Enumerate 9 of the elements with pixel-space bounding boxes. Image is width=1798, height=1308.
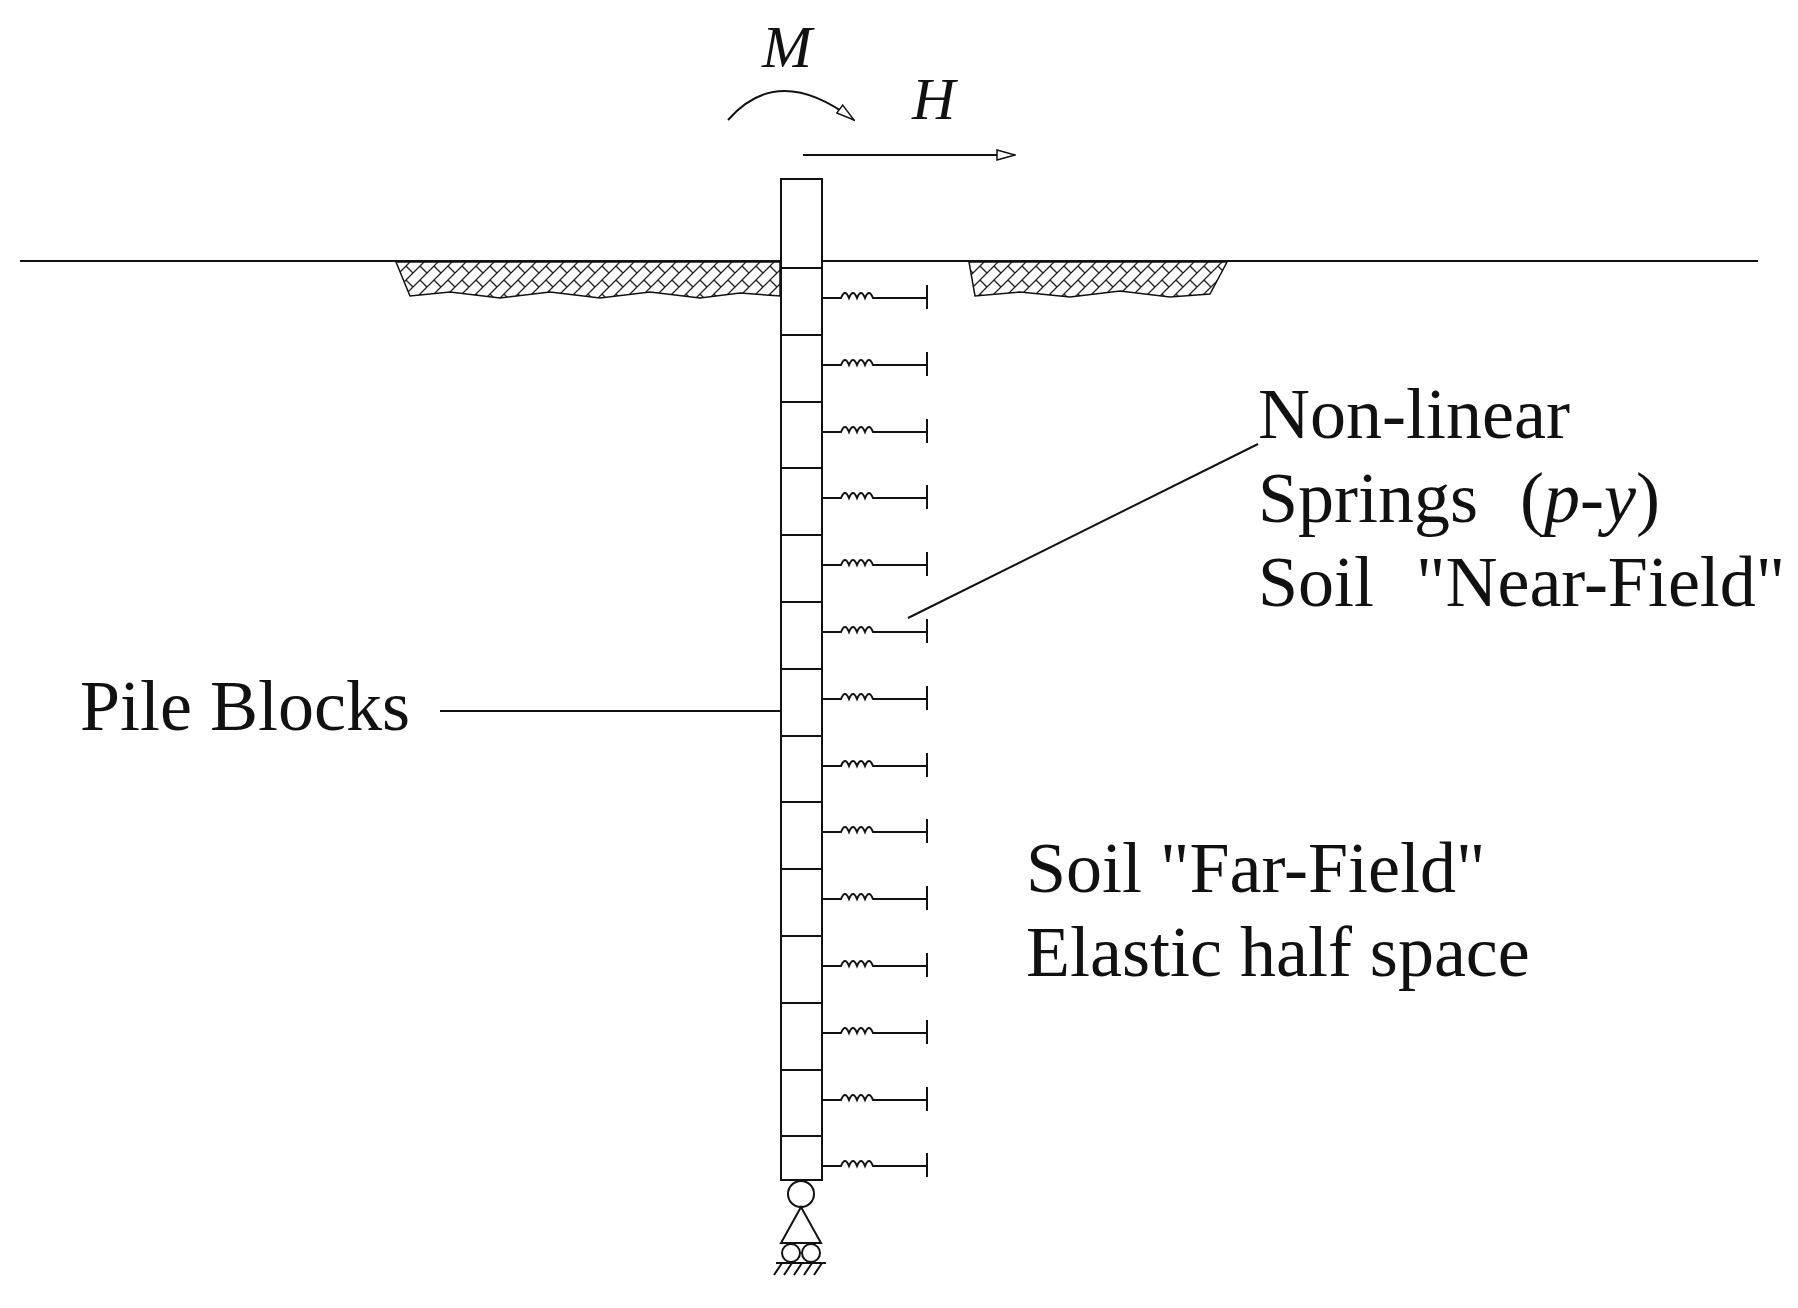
- callout-text: Non-linear Springs (p-y) Soil "Near-Field": [1258, 372, 1798, 624]
- region-label: Soil "Far-Field" Elastic half space: [1026, 827, 1531, 994]
- pile-drawing: [780, 178, 823, 1181]
- callout-text: Pile Blocks: [80, 664, 500, 748]
- spring-symbol: [823, 618, 929, 644]
- force-label: H: [912, 65, 959, 134]
- leader-line: [439, 710, 781, 712]
- leader-line: [907, 443, 1259, 619]
- moment-label: M: [762, 12, 842, 82]
